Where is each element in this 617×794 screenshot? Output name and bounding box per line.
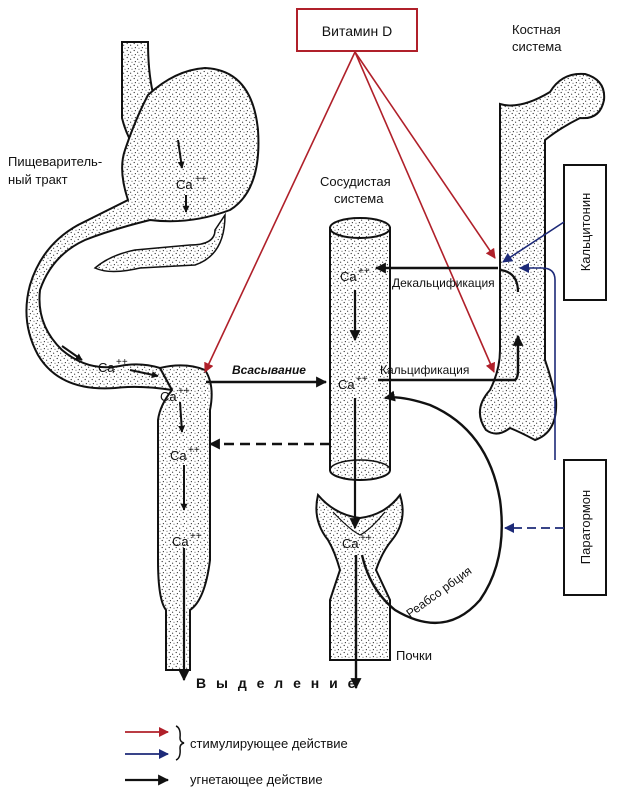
femur-bone	[479, 72, 606, 442]
ca-label-intestine-1: Ca ++	[160, 386, 190, 404]
ca-text: Ca	[98, 360, 115, 375]
legend-inhibiting-label: угнетающее действие	[190, 772, 323, 787]
ca-charge: ++	[360, 533, 372, 544]
ca-text: Ca	[170, 448, 187, 463]
legend-stimulating-label: стимулирующее действие	[190, 736, 348, 751]
ca-text: Ca	[160, 389, 177, 404]
hormone-arrows	[502, 221, 565, 533]
legend-brace	[175, 725, 185, 761]
ca-label-vessel-top: Ca ++	[340, 266, 370, 284]
reabsorption-label: Реабсо рбция	[404, 564, 475, 621]
vascular-system-label-1: Сосудистая	[320, 174, 391, 189]
ca-label-intestine-2: Ca ++	[170, 445, 200, 463]
digestive-tract	[25, 41, 260, 671]
ca-charge: ++	[358, 266, 370, 277]
calcitonin-box	[563, 164, 607, 301]
calcification-label: Кальцификация	[380, 363, 469, 377]
ca-text: Ca	[176, 177, 193, 192]
calcitonin-label: Кальцитонин	[578, 193, 593, 272]
ca-text: Ca	[342, 536, 359, 551]
kidney	[315, 492, 404, 661]
ca-charge: ++	[356, 374, 368, 385]
excretion-label: В ы д е л е н и е	[196, 675, 358, 691]
ca-label-intestine-3: Ca ++	[172, 531, 202, 549]
vitamin-d-label: Витамин D	[322, 23, 392, 39]
bone-system-label-2: система	[512, 39, 562, 54]
parathormone-label: Паратормон	[578, 490, 593, 564]
digestive-tract-label-1: Пищеваритель-	[8, 154, 102, 169]
ca-label-vessel-middle: Ca ++	[338, 374, 368, 392]
vitamin-d-box	[296, 8, 418, 52]
ca-charge: ++	[195, 174, 207, 185]
ca-text: Ca	[338, 377, 355, 392]
digestive-tract-label-2: ный тракт	[8, 172, 68, 187]
ca-charge: ++	[116, 357, 128, 368]
ca-label-stomach: Ca ++	[176, 174, 207, 192]
ca-text: Ca	[172, 534, 189, 549]
calcium-flow-arrows	[61, 139, 524, 690]
ca-charge: ++	[178, 386, 190, 397]
ca-charge: ++	[188, 445, 200, 456]
absorption-label: Всасывание	[232, 363, 306, 377]
ca-label-kidney: Ca ++	[342, 533, 372, 551]
kidneys-label: Почки	[396, 648, 432, 663]
ca-charge: ++	[190, 531, 202, 542]
bone-system-label-1: Костная	[512, 22, 561, 37]
vascular-cylinder	[329, 217, 391, 481]
legend: стимулирующее действие угнетающее действ…	[125, 725, 348, 787]
vascular-system-label-2: система	[334, 191, 384, 206]
decalcification-label: Декальцификация	[392, 276, 495, 290]
ca-label-loop: Ca ++	[98, 357, 128, 375]
ca-text: Ca	[340, 269, 357, 284]
vitamin-d-stimulation-arrows	[204, 51, 496, 373]
